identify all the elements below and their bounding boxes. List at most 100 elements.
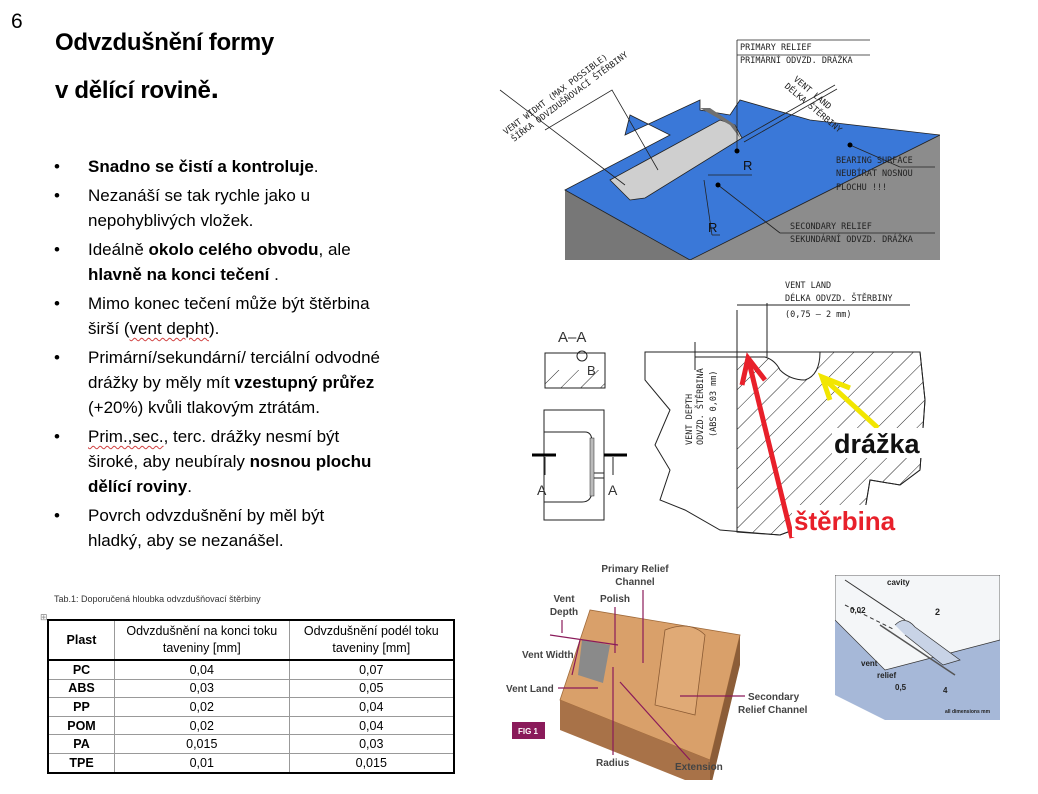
- bullet-text: , terc. drážky nesmí být široké, aby neu…: [88, 427, 340, 471]
- plastic-cell: POM: [47, 715, 115, 736]
- title-period: .: [210, 72, 219, 105]
- secondary-relief-en: SECONDARY RELIEF: [790, 222, 872, 232]
- vent-width-cz: ŠÍŘKA ODVZDUŠŇOVACÍ ŠTĚRBINY: [509, 49, 631, 145]
- bullet-text: .: [313, 157, 319, 176]
- small-diagram-body: [835, 620, 1000, 720]
- fig1-vent-depth-1: Vent: [553, 594, 575, 605]
- groove-arrow: [820, 375, 880, 430]
- primary-relief-cz: PRIMÁRNÍ ODVZD. DRÁŽKA: [740, 54, 853, 66]
- bullet-bold-text: nosnou plochu dělící roviny: [88, 452, 372, 496]
- relief-label: relief: [877, 671, 896, 680]
- bearing-surface-en: BEARING SURFACE: [836, 156, 913, 166]
- vent-land-range: (0,75 – 2 mm): [785, 310, 852, 320]
- bullet-bold-text: vzestupný průřez: [234, 373, 375, 392]
- fig1-vent-illustration: Primary Relief Channel Vent Depth Polish…: [506, 564, 808, 780]
- cut-label-right: A: [608, 482, 618, 498]
- end-of-flow-cell: 0,04: [114, 659, 290, 680]
- block-front-face: [565, 135, 940, 260]
- bullet-list: Snadno se čistí a kontroluje.Nezanáší se…: [52, 154, 382, 557]
- bullet-text: vent depht: [129, 319, 209, 338]
- fig1-vent-depth-2: Depth: [550, 607, 578, 618]
- bullet-text: (+20%) kvůli tlakovým ztrátám.: [88, 398, 320, 417]
- bullet-text: Ideálně: [88, 240, 149, 259]
- header-plast: Plast: [47, 619, 115, 661]
- end-of-flow-cell: 0,02: [114, 697, 290, 717]
- detail-label: B: [587, 363, 596, 378]
- isometric-vent-figure: PRIMARY RELIEF PRIMÁRNÍ ODVZD. DRÁŽKA VE…: [499, 39, 940, 260]
- table-move-handle-icon[interactable]: ⊞: [40, 612, 48, 622]
- bullet-bold-text: Snadno se čistí a kontroluje: [88, 157, 314, 176]
- title-line-1: Odvzdušnění formy: [55, 29, 274, 56]
- slot-label: štěrbina: [794, 506, 896, 536]
- title-line-2: v dělící rovině.: [55, 66, 274, 114]
- fig1-badge-text: FIG 1: [518, 727, 539, 736]
- vent-depth-value: (ABS 0,03 mm): [709, 370, 719, 437]
- plastic-cell: TPE: [47, 752, 115, 774]
- bullet-item: Ideálně okolo celého obvodu, ale hlavně …: [52, 237, 382, 287]
- bullet-item: Mimo konec tečení může být štěrbina širš…: [52, 291, 382, 341]
- plastic-cell: PP: [47, 697, 115, 717]
- bullet-item: Povrch odvzdušnění by měl být hladký, ab…: [52, 503, 382, 553]
- bullet-text: ).: [208, 319, 220, 338]
- cavity-label: cavity: [887, 578, 910, 587]
- vent-depth-en: VENT DEPTH: [685, 394, 695, 445]
- fig1-block-front: [560, 700, 710, 780]
- bullet-text: Nezanáší se tak rychle jako u nepohybliv…: [88, 186, 311, 230]
- fig1-secondary-2: Relief Channel: [738, 705, 808, 716]
- fig1-badge: [512, 722, 545, 739]
- table-caption: Tab.1: Doporučená hloubka odvzdušňovací …: [54, 594, 261, 604]
- section-vent-figure: A–A B A A VENT LAND DÉLKA ODVZD. ŠTĚRBIN…: [532, 281, 932, 539]
- vent-label: vent: [861, 659, 878, 668]
- fig1-secondary-channel: [654, 625, 706, 716]
- detail-circle: [576, 350, 588, 362]
- slide-title: Odvzdušnění formy v dělící rovině.: [55, 20, 274, 114]
- bullet-item: Prim.,sec., terc. drážky nesmí být širok…: [52, 424, 382, 499]
- section-label: A–A: [558, 329, 586, 346]
- header-end-of-flow: Odvzdušnění na konci toku taveniny [mm]: [114, 619, 290, 661]
- groove-label: drážka: [834, 429, 921, 459]
- along-flow-cell: 0,04: [288, 697, 455, 717]
- end-of-flow-cell: 0,03: [114, 678, 290, 699]
- fig1-vent-land: Vent Land: [506, 684, 554, 695]
- along-flow-cell: 0,05: [288, 678, 455, 699]
- table-header-row: Plast Odvzdušnění na konci toku taveniny…: [47, 619, 455, 661]
- fig1-polish: Polish: [600, 594, 630, 605]
- mold-steel-hatched: [736, 351, 926, 536]
- end-of-flow-cell: 0,015: [114, 734, 290, 754]
- plan-view-cavity: [544, 431, 593, 503]
- plastic-cell: ABS: [47, 678, 115, 699]
- fig1-secondary-1: Secondary: [748, 692, 800, 703]
- header-along-flow: Odvzdušnění podél toku taveniny [mm]: [288, 619, 455, 661]
- slot-arrow: [745, 357, 795, 539]
- dimensions-note: all dimensions mm: [945, 709, 991, 715]
- vent-land-cz: DÉLKA ODVZD. ŠTĚRBINY: [785, 292, 892, 304]
- bullet-text: .: [187, 477, 192, 496]
- slide-number: 6: [11, 10, 23, 33]
- along-flow-cell: 0,03: [288, 734, 455, 754]
- bullet-text: Povrch odvzdušnění by měl být hladký, ab…: [88, 506, 325, 550]
- bullet-item: Primární/sekundární/ terciální odvodné d…: [52, 345, 382, 420]
- fig1-radius: Radius: [596, 758, 630, 769]
- vent-depth-table: Plast Odvzdušnění na konci toku taveniny…: [47, 619, 455, 774]
- end-of-flow-cell: 0,01: [114, 752, 290, 774]
- cut-label-left: A: [537, 482, 547, 498]
- fig1-vent-width-area: [578, 640, 610, 683]
- secondary-relief-cz: SEKUNDÁRNÍ ODVZD. DRÁŽKA: [790, 233, 913, 245]
- vent-depth-dim: 0,02: [850, 606, 866, 615]
- along-flow-cell: 0,07: [288, 659, 455, 680]
- fig1-primary-relief: Primary Relief: [601, 564, 669, 575]
- bullet-item: Nezanáší se tak rychle jako u nepohybliv…: [52, 183, 382, 233]
- plastic-cell: PC: [47, 659, 115, 680]
- fig1-vent-width: Vent Width: [522, 650, 574, 661]
- fig1-block-side: [710, 635, 740, 780]
- vent-depth-cz: ODVZD. ŠTĚRBINA: [694, 368, 706, 445]
- bullet-text: Primární/sekundární/ terciální odvodné d…: [88, 348, 380, 392]
- small-diagram-relief: [894, 620, 961, 666]
- bullet-text: .: [269, 265, 279, 284]
- plastic-cell: PA: [47, 734, 115, 754]
- bullet-item: Snadno se čistí a kontroluje.: [52, 154, 382, 179]
